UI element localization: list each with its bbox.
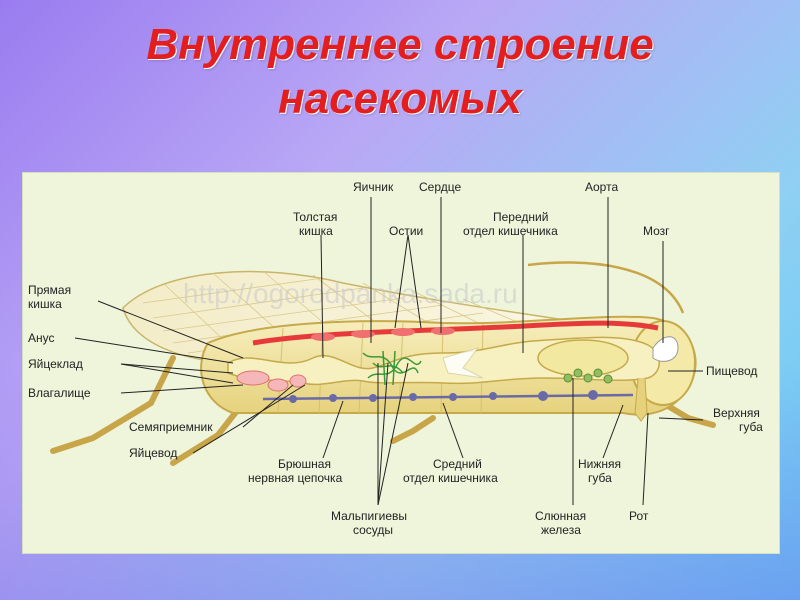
label-peredniy-1: Передний — [493, 210, 548, 224]
label-malpigievy-1: Мальпигиевы — [331, 509, 407, 523]
label-anus: Анус — [28, 331, 55, 345]
insect-anatomy-diagram: http://ogorodpanka.sada.ru — [23, 173, 779, 553]
label-tolstaya-1: Толстая — [293, 210, 337, 224]
label-ostii: Остии — [389, 224, 423, 238]
label-tolstaya-2: кишка — [299, 224, 333, 238]
label-sredniy-1: Средний — [433, 457, 482, 471]
label-vlagalishche: Влагалище — [28, 386, 91, 400]
label-pryamaya-1: Прямая — [28, 283, 71, 297]
label-slyunnaya-1: Слюнная — [535, 509, 586, 523]
label-aorta: Аорта — [585, 180, 618, 194]
label-nizhnyaya-2: губа — [588, 471, 612, 485]
title-line-2: насекомых — [0, 72, 800, 126]
label-malpigievy-2: сосуды — [353, 523, 393, 537]
label-mozg: Мозг — [643, 224, 670, 238]
watermark: http://ogorodpanka.sada.ru — [183, 278, 518, 309]
label-verkhnyaya-1: Верхняя — [713, 406, 760, 420]
diagram-panel: http://ogorodpanka.sada.ru — [22, 172, 780, 554]
label-yaichnik: Яичник — [353, 180, 394, 194]
label-yaytsevod: Яйцевод — [129, 446, 177, 460]
title-line-1: Внутреннее строение — [0, 18, 800, 72]
label-verkhnyaya-2: губа — [739, 420, 763, 434]
crop — [538, 340, 628, 376]
label-bryushnaya-2: нервная цепочка — [248, 471, 343, 485]
page-title: Внутреннее строение насекомых — [0, 18, 800, 126]
label-nizhnyaya-1: Нижняя — [578, 457, 621, 471]
label-yaytseklad: Яйцеклад — [28, 357, 83, 371]
label-peredniy-2: отдел кишечника — [463, 224, 558, 238]
label-bryushnaya-1: Брюшная — [278, 457, 331, 471]
label-sredniy-2: отдел кишечника — [403, 471, 498, 485]
label-slyunnaya-2: железа — [541, 523, 581, 537]
label-serdtse: Сердце — [419, 180, 461, 194]
label-semyapriemnik: Семяприемник — [129, 420, 213, 434]
label-rot: Рот — [629, 509, 649, 523]
label-pishchevod: Пищевод — [706, 364, 757, 378]
label-pryamaya-2: кишка — [28, 297, 62, 311]
antenna — [528, 262, 683, 313]
